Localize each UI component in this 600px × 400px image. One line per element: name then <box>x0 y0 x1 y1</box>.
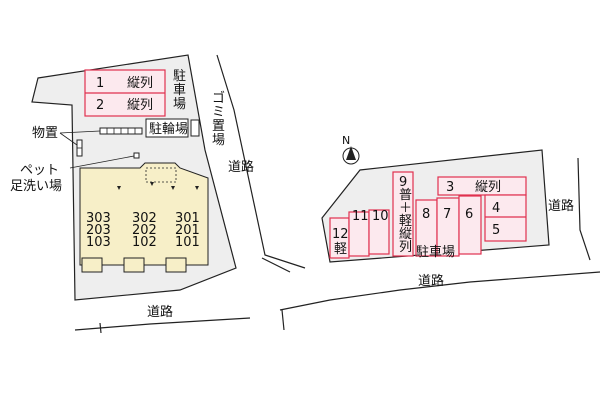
slot-3-type: 縦列 <box>475 180 501 195</box>
slot-10: 10 <box>372 209 389 224</box>
unit-202: 202 <box>132 223 157 238</box>
unit-203: 203 <box>86 223 111 238</box>
unit-303: 303 <box>86 211 111 226</box>
parking-row-1-number: 1 <box>96 76 104 91</box>
slot-7: 7 <box>443 207 451 222</box>
storage-blocks <box>76 127 143 157</box>
road-label-center: 道路 <box>228 159 254 175</box>
pet-wash-label-line1: ペット <box>20 163 59 178</box>
slot-11: 11 <box>352 209 369 224</box>
unit-101: 101 <box>175 235 200 250</box>
slot-5: 5 <box>492 223 500 238</box>
pet-wash-box <box>133 152 140 159</box>
garbage-label: ゴミ置場 <box>212 90 225 148</box>
bicycle-parking-label: 駐輪場 <box>149 121 188 137</box>
bicycle-parking-box <box>145 118 189 138</box>
garbage-box <box>190 119 200 137</box>
road-label-right: 道路 <box>548 198 574 214</box>
left-parking: 1 縦列 2 縦列 <box>84 69 166 117</box>
north-label: N <box>342 134 350 147</box>
road-lines <box>74 54 600 334</box>
right-parking-label: 駐車場 <box>416 245 455 260</box>
unit-102: 102 <box>132 235 157 250</box>
pet-wash-label-line2: 足洗い場 <box>10 179 62 194</box>
right-parking <box>329 171 527 259</box>
slot-8: 8 <box>422 207 430 222</box>
parking-row-2-type: 縦列 <box>127 98 153 113</box>
unit-301: 301 <box>175 211 200 226</box>
unit-201: 201 <box>175 223 200 238</box>
apartment-building <box>79 162 209 273</box>
parking-row-2-number: 2 <box>96 98 104 113</box>
slot-3-number: 3 <box>446 180 454 195</box>
road-label-right-bottom: 道路 <box>418 273 444 289</box>
slot-6: 6 <box>465 207 473 222</box>
unit-103: 103 <box>86 235 111 250</box>
storage-label: 物置 <box>32 126 58 141</box>
unit-302: 302 <box>132 211 157 226</box>
road-label-left-bottom: 道路 <box>147 304 173 320</box>
slot-4: 4 <box>492 201 500 216</box>
north-arrow-icon: N <box>342 134 360 165</box>
parking-row-1-type: 縦列 <box>127 76 153 91</box>
left-parking-label: 駐車場 <box>173 69 186 112</box>
